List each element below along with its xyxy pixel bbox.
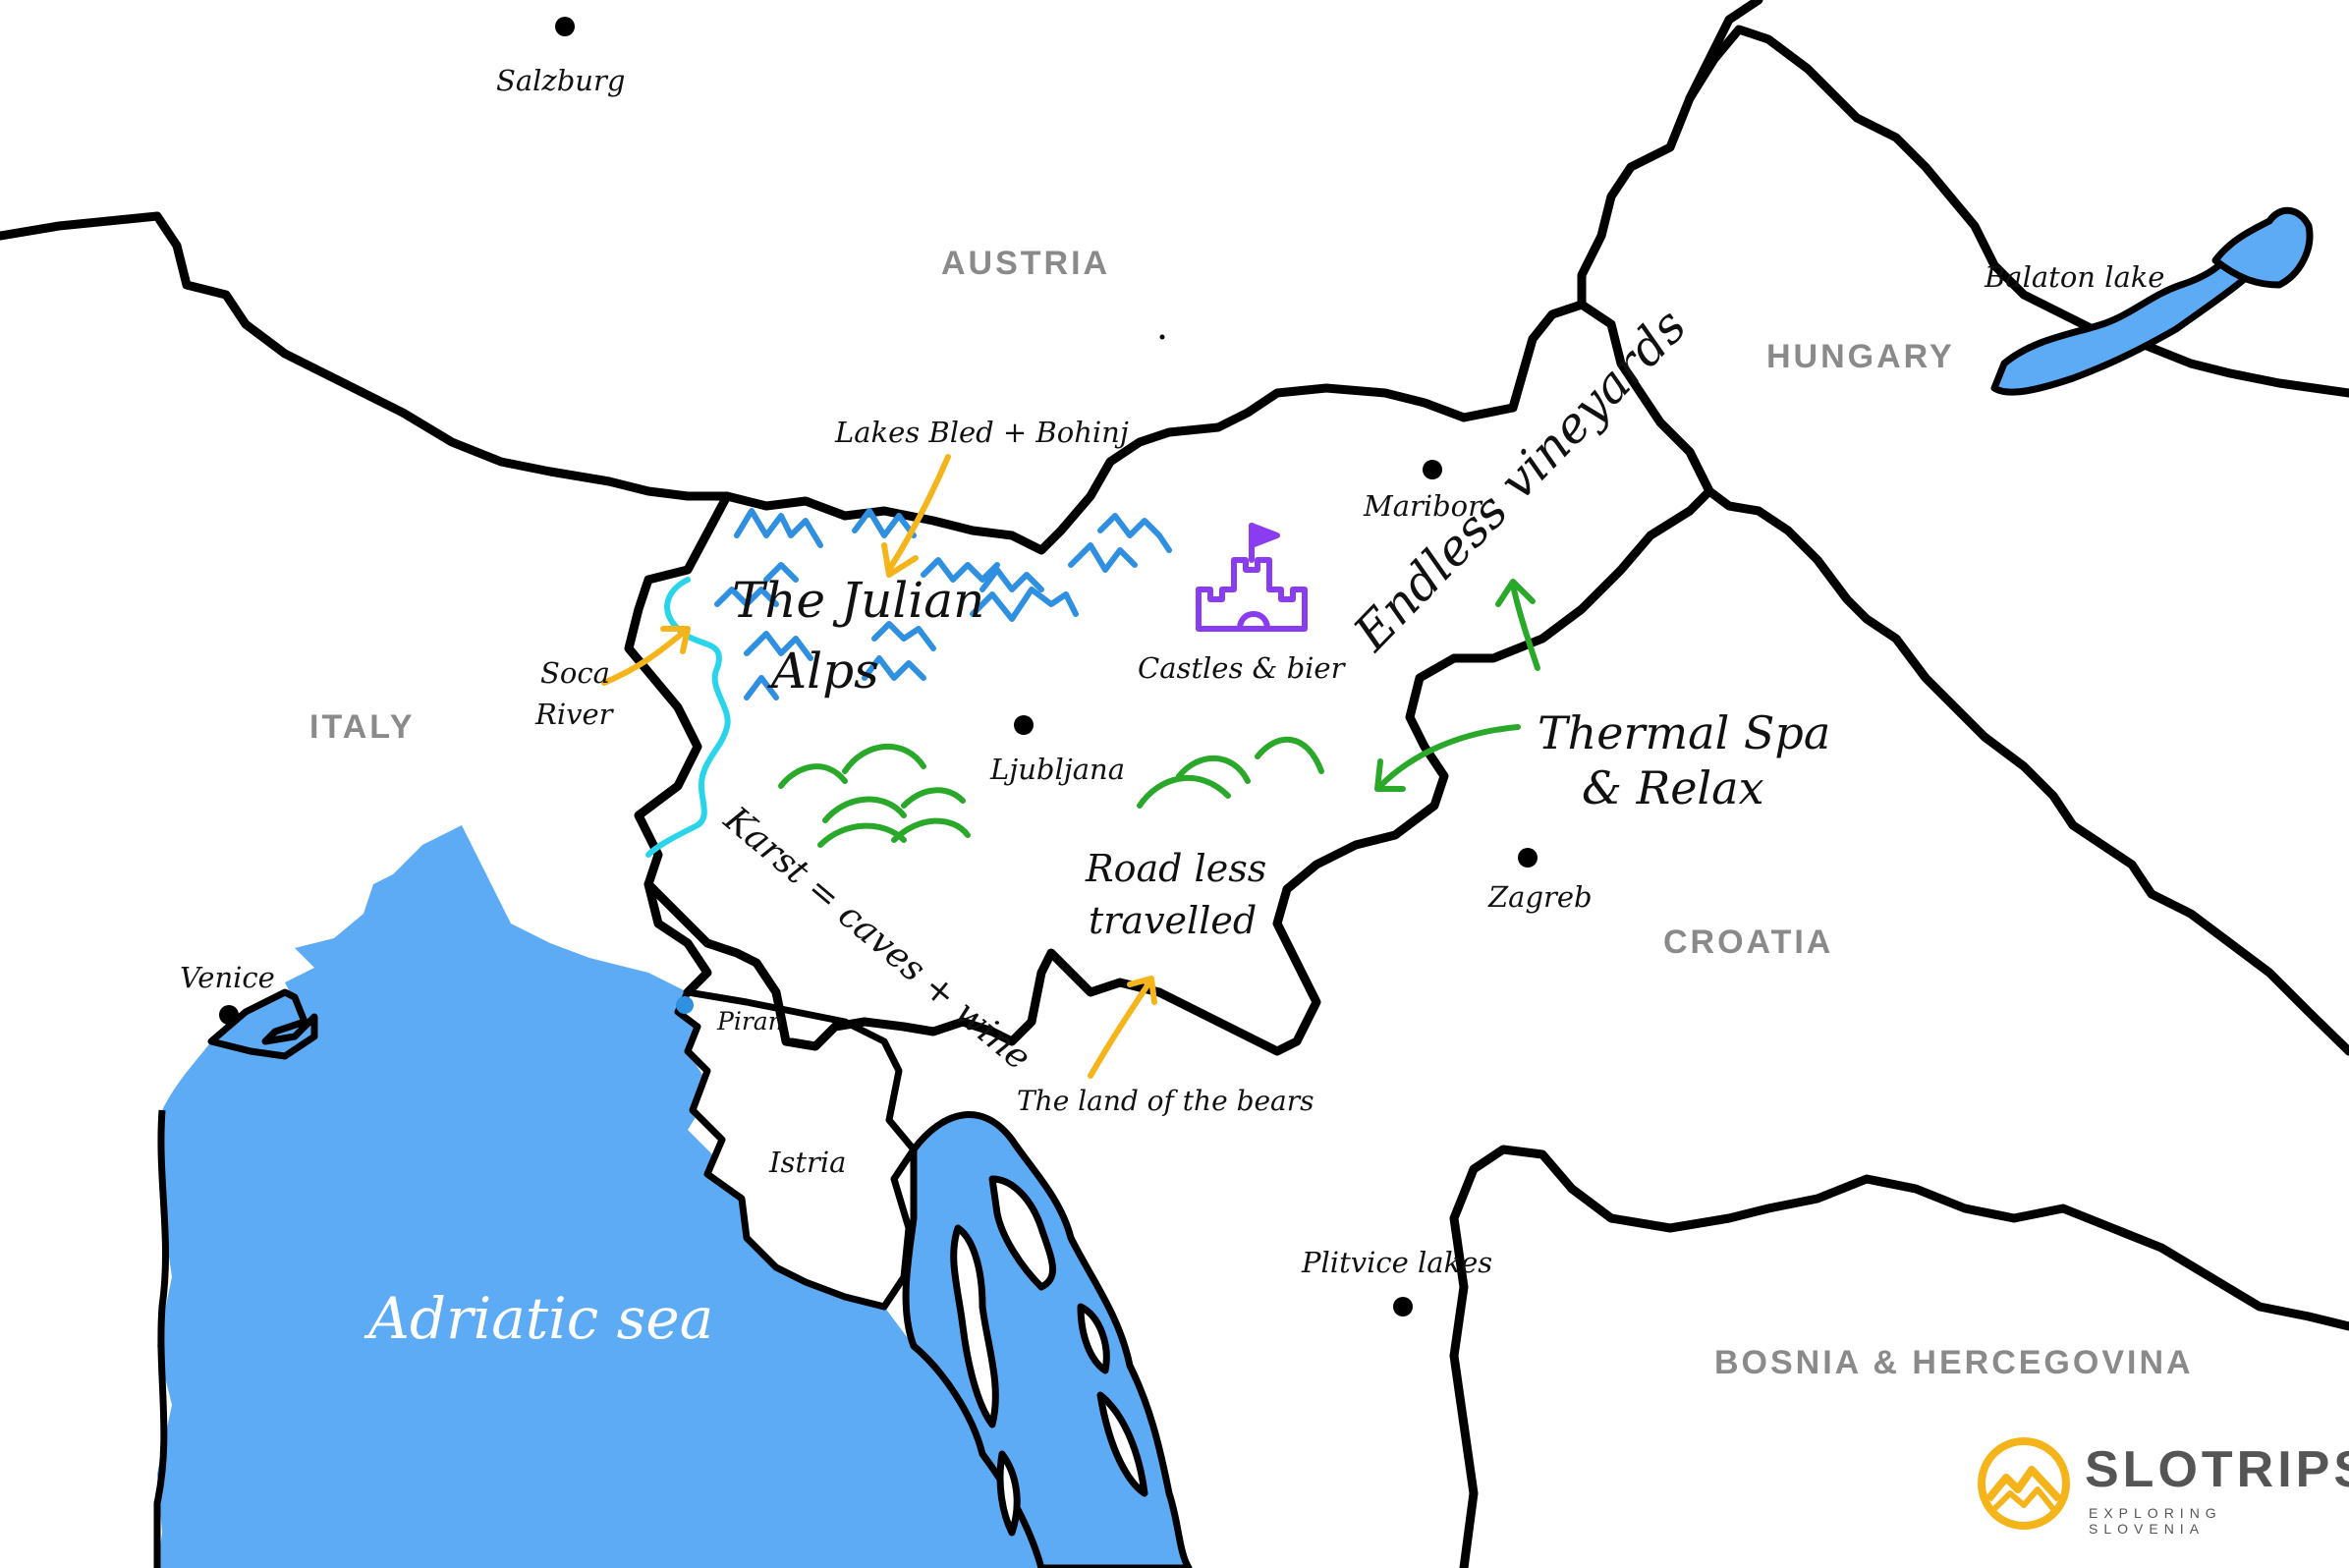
mountain-circle-icon bbox=[1978, 1437, 2070, 1530]
city-dots bbox=[219, 17, 1538, 1316]
zagreb-dot bbox=[1518, 848, 1538, 868]
annotation-road-1: Road less bbox=[1085, 847, 1266, 890]
annotation-thermal-2: & Relax bbox=[1582, 761, 1764, 814]
label-ljubljana: Ljubljana bbox=[989, 753, 1125, 786]
island-pag bbox=[1096, 1391, 1148, 1497]
italy-coast bbox=[153, 1109, 170, 1568]
italy-slovenia-border bbox=[643, 879, 712, 997]
country-hungary: HUNGARY bbox=[1766, 338, 1955, 375]
austria-hungary-border bbox=[1577, 0, 1763, 309]
venice-dot bbox=[219, 1005, 239, 1025]
annotation-soca-2: River bbox=[534, 698, 615, 731]
map-dot-mark bbox=[1159, 334, 1165, 340]
label-venice: Venice bbox=[180, 961, 275, 994]
castle-icon bbox=[1196, 523, 1308, 632]
slotrips-logo: SLOTRIPS EXPLORING SLOVENIA bbox=[1975, 1434, 2349, 1542]
venice-lagoon bbox=[207, 988, 318, 1060]
label-salzburg: Salzburg bbox=[496, 64, 625, 97]
hungary-slovenia-border bbox=[1508, 300, 1587, 413]
label-plitvice: Plitvice lakes bbox=[1301, 1246, 1492, 1279]
label-istria: Istria bbox=[768, 1146, 846, 1179]
annotation-castles: Castles & bier bbox=[1138, 651, 1347, 685]
label-balaton: Balaton lake bbox=[1984, 260, 2164, 294]
soca-river bbox=[645, 577, 731, 858]
austria-italy-border bbox=[0, 211, 732, 501]
piran-dot bbox=[676, 996, 694, 1014]
maribor-dot bbox=[1423, 460, 1442, 479]
annotation-thermal-1: Thermal Spa bbox=[1538, 706, 1830, 759]
hungary-croatia-border bbox=[1655, 418, 2349, 1056]
annotation-julian-2: Alps bbox=[767, 643, 879, 700]
ljubljana-dot bbox=[1014, 715, 1034, 735]
austria-north-border bbox=[1685, 25, 2349, 398]
island-rab bbox=[1077, 1303, 1110, 1374]
logo-brand: SLOTRIPS bbox=[2085, 1441, 2349, 1498]
arrow-bears bbox=[1088, 976, 1157, 1079]
plitvice-dot bbox=[1393, 1297, 1413, 1316]
arrow-soca bbox=[601, 626, 691, 686]
island-small bbox=[996, 1450, 1021, 1537]
green-hills bbox=[778, 736, 1324, 848]
country-croatia: CROATIA bbox=[1663, 924, 1833, 961]
island-krk bbox=[988, 1175, 1057, 1291]
label-maribor: Maribor bbox=[1363, 489, 1483, 523]
istria-coast bbox=[674, 988, 918, 1311]
balaton-lake-tip bbox=[2211, 206, 2314, 289]
annotation-road-2: travelled bbox=[1089, 899, 1257, 942]
salzburg-dot bbox=[555, 17, 575, 36]
label-piran: Piran bbox=[716, 1007, 784, 1036]
label-adriatic-sea: Adriatic sea bbox=[364, 1285, 713, 1352]
country-bosnia: BOSNIA & HERCEGOVINA bbox=[1714, 1344, 2194, 1381]
annotation-soca-1: Soca bbox=[540, 656, 610, 690]
adriatic-sea-area bbox=[157, 825, 1041, 1568]
arrow-thermal bbox=[1374, 724, 1521, 792]
croatia-bosnia-border bbox=[1449, 1145, 2349, 1568]
annotation-lakes: Lakes Bled + Bohinj bbox=[834, 416, 1129, 449]
country-austria: AUSTRIA bbox=[941, 245, 1110, 282]
slovenia-border bbox=[624, 300, 1714, 1056]
label-zagreb: Zagreb bbox=[1487, 880, 1593, 914]
country-italy: ITALY bbox=[309, 708, 416, 746]
annotation-bears: The land of the bears bbox=[1017, 1085, 1314, 1117]
arrow-vineyards bbox=[1495, 579, 1540, 671]
julian-alps-mountains bbox=[714, 508, 1172, 700]
annotation-julian-1: The Julian bbox=[732, 572, 984, 629]
arrow-lakes bbox=[881, 454, 951, 578]
logo-tagline: EXPLORING SLOVENIA bbox=[2089, 1505, 2222, 1537]
island-cres bbox=[950, 1224, 999, 1428]
